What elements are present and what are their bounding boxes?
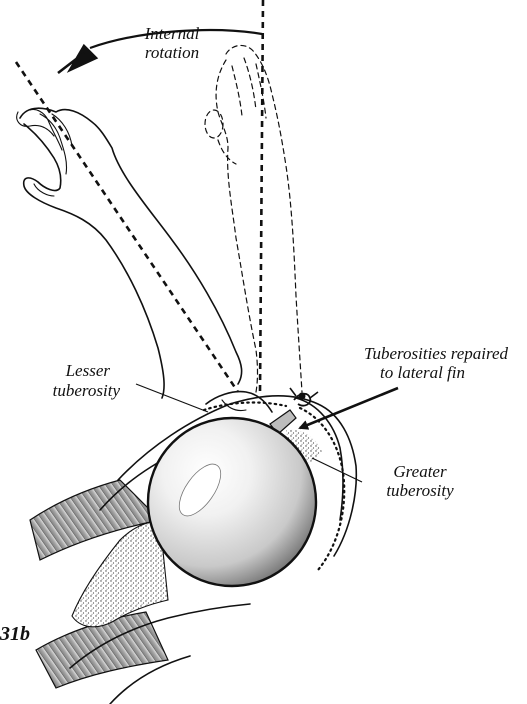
label-internal-rotation-line2: rotation (145, 43, 199, 62)
figure-number: 31b (0, 623, 30, 645)
label-tuberosities-repaired-line1: Tuberosities repaired (364, 344, 509, 363)
label-internal-rotation-line1: Internal (144, 24, 200, 43)
neutral-arm-outline (205, 45, 302, 392)
vertical-reference-axis (260, 0, 263, 392)
prosthetic-humeral-head (148, 418, 316, 586)
label-greater-tuberosity-line1: Greater (393, 462, 447, 481)
rotated-axis-line (16, 62, 238, 392)
internal-rotation-arrow (58, 46, 96, 73)
rotated-arm-outline (17, 108, 242, 398)
label-lesser-tuberosity-line2: tuberosity (53, 381, 121, 400)
label-tuberosities-repaired-line2: to lateral fin (380, 363, 465, 382)
label-greater-tuberosity-line2: tuberosity (386, 481, 454, 500)
label-lesser-tuberosity-line1: Lesser (65, 361, 111, 380)
leader-lesser-tuberosity (136, 384, 208, 412)
